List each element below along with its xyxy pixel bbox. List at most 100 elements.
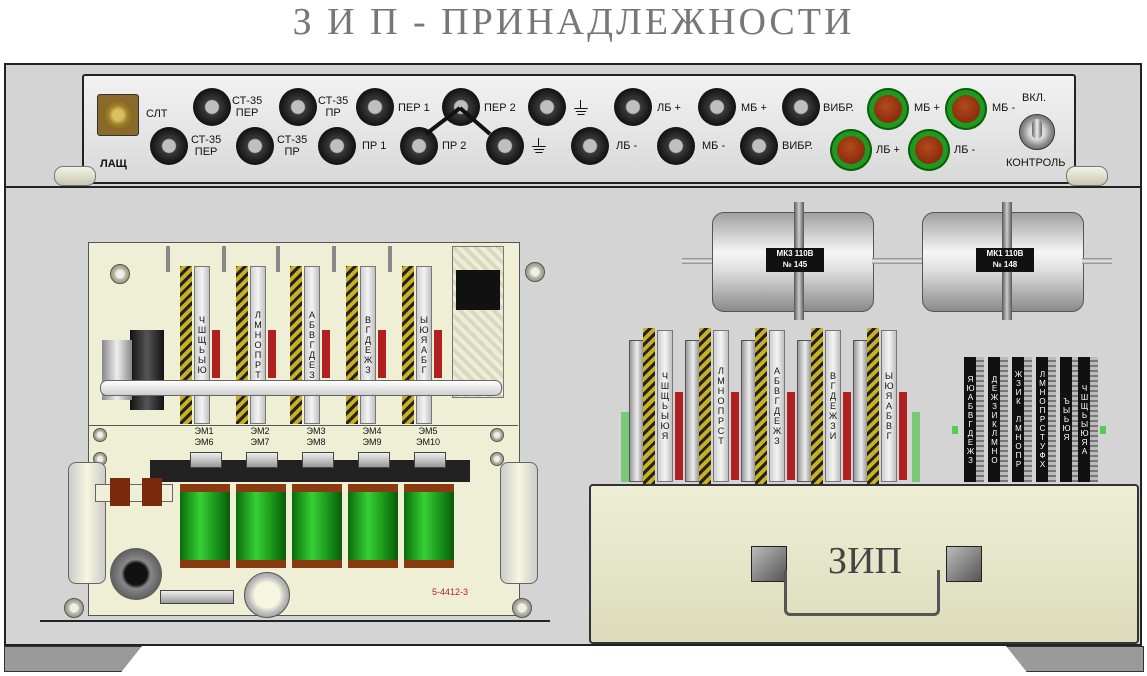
battery-socket-mb-plus[interactable] <box>867 88 909 130</box>
electromagnet-label: ЭМ4 ЭМ9 <box>362 426 382 447</box>
control-toggle-switch[interactable] <box>1019 114 1055 150</box>
battery-label: ЛБ - <box>954 144 976 156</box>
battery-label: МБ + <box>914 102 940 114</box>
socket-label: СТ-35 ПЕР <box>191 134 222 158</box>
tape-edge <box>1090 357 1098 482</box>
socket-vibr-2[interactable] <box>740 127 778 165</box>
spare-type-tape: ЖЗИК ЛМНОПР <box>1012 357 1024 482</box>
slt-connector[interactable] <box>97 94 139 136</box>
zip-box-handle[interactable] <box>784 570 940 616</box>
socket-label: ПР 1 <box>362 140 387 152</box>
spare-type-wheel: ЫЮЯАБВГ <box>881 330 897 482</box>
motor-shaft <box>872 258 902 264</box>
wheel-stripe <box>402 266 414 424</box>
mechanism-gear-icon <box>110 548 162 600</box>
socket-mb-minus[interactable] <box>657 127 695 165</box>
wheel-contact <box>322 330 330 378</box>
tape-shaft-end <box>952 426 958 434</box>
socket-vibr-1[interactable] <box>782 88 820 126</box>
motor-number: № 145 <box>782 260 808 269</box>
spare-wheel-contact <box>899 392 907 480</box>
coil-bracket <box>414 452 446 468</box>
type-wheel: ВГДЕЖЗ <box>360 266 376 424</box>
motor-nameplate: МК3 110В № 145 <box>766 248 824 272</box>
motor-nameplate: МК1 110В № 148 <box>976 248 1034 272</box>
socket-per1[interactable] <box>356 88 394 126</box>
mechanism-knob-right[interactable] <box>525 262 545 282</box>
spare-wheel-contact <box>787 392 795 480</box>
coil-bracket <box>190 452 222 468</box>
terminal-bar <box>160 590 234 604</box>
battery-socket-lb-plus[interactable] <box>830 129 872 171</box>
ground-icon <box>574 100 588 116</box>
slt-label: СЛТ <box>146 108 168 120</box>
wheel-contact <box>434 330 442 378</box>
motor-number: № 148 <box>992 260 1018 269</box>
socket-label: СТ-35 ПР <box>277 134 308 158</box>
zip-box-label: ЗИП <box>828 540 902 582</box>
socket-label: ПЕР 1 <box>398 102 430 114</box>
case-divider <box>4 186 1142 188</box>
mechanism-side-arm-right <box>500 462 538 584</box>
spare-type-tape: ДЕЖЗИКЛМНО <box>988 357 1000 482</box>
screw <box>490 452 504 466</box>
socket-pr2[interactable] <box>400 127 438 165</box>
coil-bracket <box>302 452 334 468</box>
type-wheel: ЫЮЯАБГ <box>416 266 432 424</box>
socket-st35-per-1[interactable] <box>193 88 231 126</box>
spare-wheel-contact <box>675 392 683 480</box>
battery-socket-lb-minus[interactable] <box>908 129 950 171</box>
socket-st35-pr-2[interactable] <box>236 127 274 165</box>
spring-pin <box>166 246 170 272</box>
socket-st35-pr-1[interactable] <box>279 88 317 126</box>
socket-label: МБ + <box>741 102 767 114</box>
mechanism-knob-left[interactable] <box>110 264 130 284</box>
tape-edge <box>976 357 984 482</box>
electromagnet-coil <box>348 484 398 568</box>
terminal-block <box>142 478 162 506</box>
handle-mount-left <box>751 546 787 582</box>
socket-lb-plus[interactable] <box>614 88 652 126</box>
socket-ground-2[interactable] <box>486 127 524 165</box>
electromagnet-label: ЭМ2 ЭМ7 <box>250 426 270 447</box>
spring-pin <box>276 246 280 272</box>
socket-pr1[interactable] <box>318 127 356 165</box>
socket-st35-per-2[interactable] <box>150 127 188 165</box>
socket-mb-plus[interactable] <box>698 88 736 126</box>
zip-box[interactable] <box>589 484 1139 644</box>
spare-wheel-stripe <box>755 328 767 484</box>
type-wheel: ЧШЩЬЫЮ <box>194 266 210 424</box>
ground-icon <box>532 138 546 154</box>
tape-edge <box>1024 357 1032 482</box>
wheel-stripe <box>346 266 358 424</box>
electromagnet-coil <box>292 484 342 568</box>
handle-mount-right <box>946 546 982 582</box>
spare-type-tape: ЯЮАБВГДЕЖЗ <box>964 357 976 482</box>
spare-type-tape: ЛМНОПРСТУФХ <box>1036 357 1048 482</box>
spare-type-wheel: АБВГДЕЖЗ <box>769 330 785 482</box>
battery-socket-mb-minus[interactable] <box>945 88 987 130</box>
switch-on-label: ВКЛ. <box>1022 92 1047 104</box>
terminal-block <box>110 478 130 506</box>
spare-wheel-stripe <box>811 328 823 484</box>
socket-label: ПЕР 2 <box>484 102 516 114</box>
mount-screw <box>64 598 84 618</box>
mechanism-drum <box>130 330 164 410</box>
spare-wheel-contact <box>843 392 851 480</box>
socket-ground-1[interactable] <box>528 88 566 126</box>
wheel-contact <box>212 330 220 378</box>
screw <box>490 428 504 442</box>
wheel-stripe <box>236 266 248 424</box>
spare-type-tape: ЪЫЬЮЯ <box>1060 357 1072 482</box>
electromagnet-coil <box>404 484 454 568</box>
jumper-wires <box>424 106 492 136</box>
spare-shaft-end <box>912 412 920 482</box>
spare-wheel-contact <box>731 392 739 480</box>
socket-lb-minus[interactable] <box>571 127 609 165</box>
spare-type-wheel: ВГДЕЖЗИ <box>825 330 841 482</box>
coil-mount-bar <box>150 460 470 482</box>
type-wheel: ЛМНОПРТ <box>250 266 266 424</box>
nut-icon <box>244 572 290 618</box>
wheel-contact <box>378 330 386 378</box>
electromagnet-coil <box>180 484 230 568</box>
